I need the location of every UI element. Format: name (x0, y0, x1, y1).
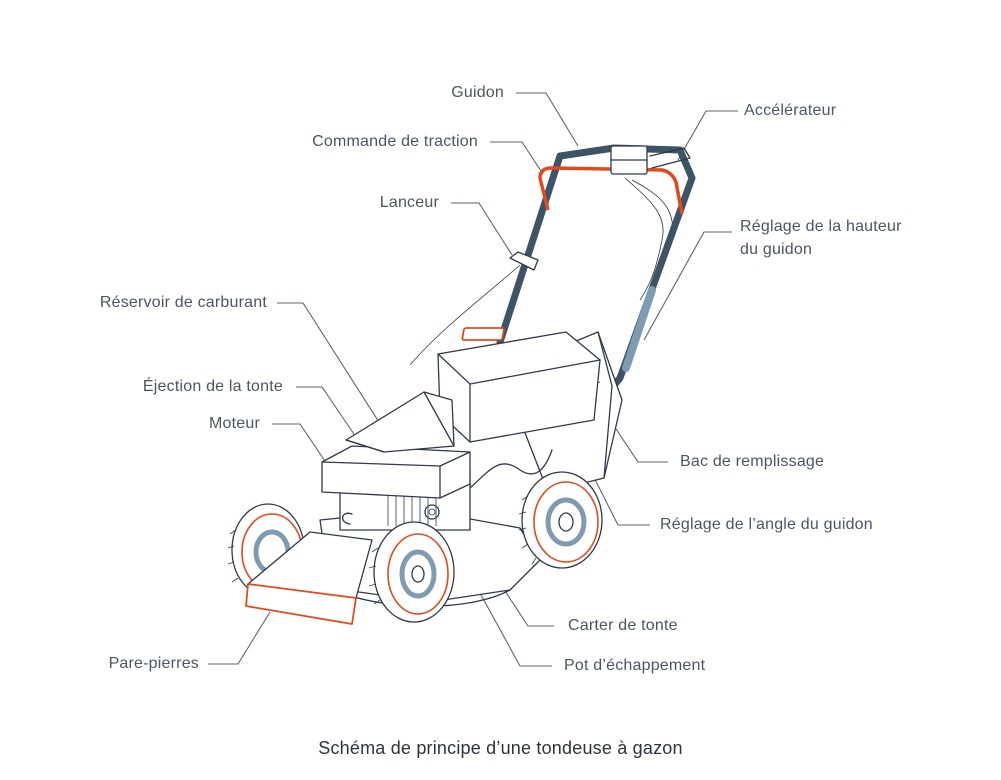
exhaust-pot (424, 504, 440, 520)
starter-handle (509, 251, 539, 271)
label-lanceur: Lanceur (379, 194, 439, 211)
leader-lanceur (451, 202, 513, 256)
label-pot: Pot d’échappement (564, 657, 706, 674)
leader-moteur (272, 423, 332, 471)
label-reservoir: Réservoir de carburant (99, 294, 267, 311)
label-guidon: Guidon (451, 84, 504, 101)
label-accelerateur: Accélérateur (744, 102, 837, 119)
leader-reglage-hauteur (643, 231, 732, 341)
leader-reservoir (277, 302, 401, 456)
ejection-chute (345, 391, 455, 453)
leader-pare-pierres (208, 611, 271, 665)
label-bac: Bac de remplissage (680, 453, 825, 470)
diagram-caption: Schéma de principe d’une tondeuse à gazo… (318, 738, 683, 758)
label-carter: Carter de tonte (568, 617, 678, 634)
rear-right-wheel (518, 471, 603, 569)
leader-ejection (296, 386, 359, 441)
leader-accelerateur (677, 110, 738, 161)
label-ejection: Éjection de la tonte (142, 378, 283, 395)
traction-bail (538, 166, 684, 215)
label-reglage-angle: Réglage de l’angle du guidon (660, 516, 873, 533)
stone-guard (245, 531, 373, 625)
label-reglage-hauteur-line2: du guidon (740, 241, 813, 258)
label-moteur: Moteur (209, 415, 260, 432)
fuel-cap (461, 327, 505, 341)
leader-guidon (516, 92, 579, 147)
fuel-tank (321, 445, 471, 499)
label-reglage-hauteur-line1: Réglage de la hauteur (740, 218, 902, 235)
height-adjust-sleeve (622, 286, 656, 372)
label-commande-traction: Commande de traction (312, 133, 478, 150)
label-pare-pierres: Pare-pierres (108, 655, 199, 672)
front-wheel (368, 521, 455, 623)
handle-bar-left (496, 144, 618, 346)
leader-commande-traction (490, 141, 544, 175)
